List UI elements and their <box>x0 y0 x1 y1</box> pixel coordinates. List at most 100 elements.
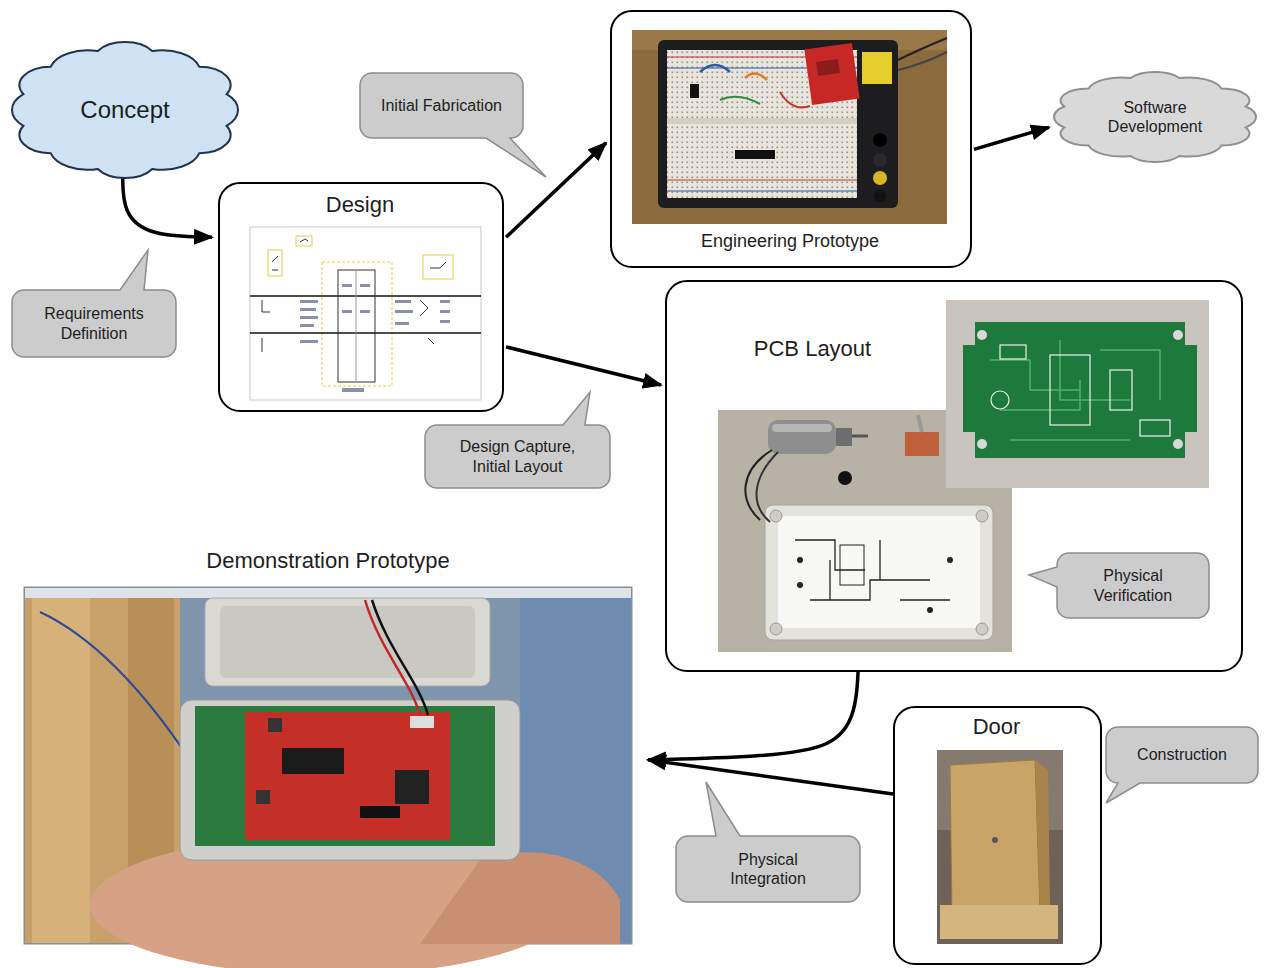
design-box-text: Design <box>220 192 500 218</box>
schematic-drawing <box>262 300 270 352</box>
requirements-callout: Requirements Definition <box>12 290 176 357</box>
software-cloud: Software Development <box>1052 70 1258 164</box>
demonstration-photo <box>40 612 190 760</box>
flow-arrow <box>648 672 858 760</box>
construction-callout-text: Construction <box>1137 745 1227 764</box>
cloud-shape <box>1054 72 1256 162</box>
pcb-photo <box>990 340 1160 440</box>
door-photo <box>1035 760 1050 912</box>
door-box: Door <box>893 706 1102 965</box>
schematic-drawing <box>272 256 278 270</box>
breadboard-photo <box>667 191 857 192</box>
concept-cloud-text: Concept <box>80 96 169 125</box>
breadboard-photo <box>667 118 857 124</box>
schematic-drawing <box>300 308 316 311</box>
breadboard-photo <box>873 171 887 185</box>
door-photo <box>992 837 998 843</box>
pcb-photo <box>946 300 1209 488</box>
schematic-drawing <box>250 227 481 400</box>
schematic-drawing <box>395 310 413 313</box>
pcb-photo <box>963 322 1197 458</box>
breadboard-photo <box>690 84 699 98</box>
cloud-shape <box>12 42 238 178</box>
demonstration-photo <box>24 587 632 968</box>
schematic-drawing <box>250 227 481 400</box>
breadboard-photo <box>632 30 947 224</box>
pcb-photo <box>946 300 1209 488</box>
door-photo <box>937 750 1063 944</box>
pcb-layout-box-text: PCB Layout <box>725 336 900 362</box>
callout-shape <box>12 250 176 357</box>
breadboard-photo <box>816 59 840 76</box>
door-photo <box>950 760 1040 915</box>
demonstration-photo <box>372 600 428 715</box>
breadboard-photo <box>862 52 892 84</box>
pcb-photo <box>991 345 1170 436</box>
connector-group <box>123 127 1049 794</box>
breadboard-photo <box>700 65 730 72</box>
pcb-layout-box: PCB LayoutPhysical Verification <box>665 280 1243 672</box>
door-photo <box>940 905 1058 939</box>
demonstration-photo <box>365 600 420 715</box>
software-cloud-text: Software Development <box>1093 98 1217 136</box>
breadboard-photo <box>658 40 898 208</box>
enclosure-photo <box>836 428 852 446</box>
schematic-drawing <box>356 270 357 382</box>
enclosure-photo <box>770 623 782 635</box>
breadboard-photo <box>735 150 775 159</box>
concept-cloud: Concept <box>10 40 240 180</box>
callout-shape <box>1106 727 1258 803</box>
enclosure-photo <box>768 420 836 454</box>
flow-arrow <box>506 347 661 385</box>
enclosure-photo <box>772 424 832 432</box>
pcb-photo <box>977 330 987 340</box>
demonstration-photo <box>195 706 495 846</box>
enclosure-photo <box>947 557 953 563</box>
callout-shape <box>676 782 860 902</box>
design-capture-callout-outline <box>425 425 610 488</box>
enclosure-photo <box>765 505 993 640</box>
enclosure-photo <box>797 582 803 588</box>
pcb-photo <box>977 439 987 449</box>
door-photo <box>937 750 1063 944</box>
schematic-drawing <box>440 320 450 323</box>
verification-callout-text: Physical Verification <box>1073 566 1193 604</box>
door-box-text: Door <box>895 714 1098 740</box>
flow-arrow <box>974 127 1049 149</box>
demonstration-photo <box>410 716 434 728</box>
schematic-drawing <box>322 262 392 386</box>
engineering-prototype-box: Engineering Prototype <box>610 10 972 268</box>
fabrication-callout: Initial Fabrication <box>360 73 523 138</box>
pcb-photo <box>1110 370 1132 410</box>
demonstration-photo <box>282 748 344 774</box>
breadboard-photo <box>873 153 887 167</box>
enclosure-photo <box>918 415 922 432</box>
schematic-drawing <box>300 300 318 303</box>
integration-callout-text: Physical Integration <box>703 850 833 888</box>
pcb-photo <box>991 391 1009 409</box>
flow-arrow <box>648 760 893 794</box>
breadboard-photo <box>873 133 887 147</box>
demonstration-photo <box>268 718 282 732</box>
schematic-drawing <box>342 284 352 287</box>
design-capture-callout: Design Capture, Initial Layout <box>425 425 610 488</box>
integration-callout-outline <box>676 836 860 902</box>
pcb-photo <box>1000 345 1026 359</box>
enclosure-photo <box>976 510 988 522</box>
demonstration-photo <box>395 770 429 804</box>
enclosure-photo <box>838 471 852 485</box>
schematic-drawing <box>395 322 409 325</box>
schematic-drawing <box>395 300 411 303</box>
breadboard-photo <box>667 180 857 181</box>
schematic-drawing <box>300 340 318 343</box>
demonstration-photo <box>32 598 90 943</box>
schematic-drawing <box>423 255 453 279</box>
schematic-drawing <box>420 300 434 344</box>
breadboard-photo <box>898 38 947 60</box>
pcb-photo <box>1173 330 1183 340</box>
demonstration-prototype: Demonstration Prototype <box>24 548 636 944</box>
enclosure-photo <box>797 545 953 613</box>
enclosure-photo <box>840 545 864 585</box>
schematic-drawing <box>300 239 308 242</box>
